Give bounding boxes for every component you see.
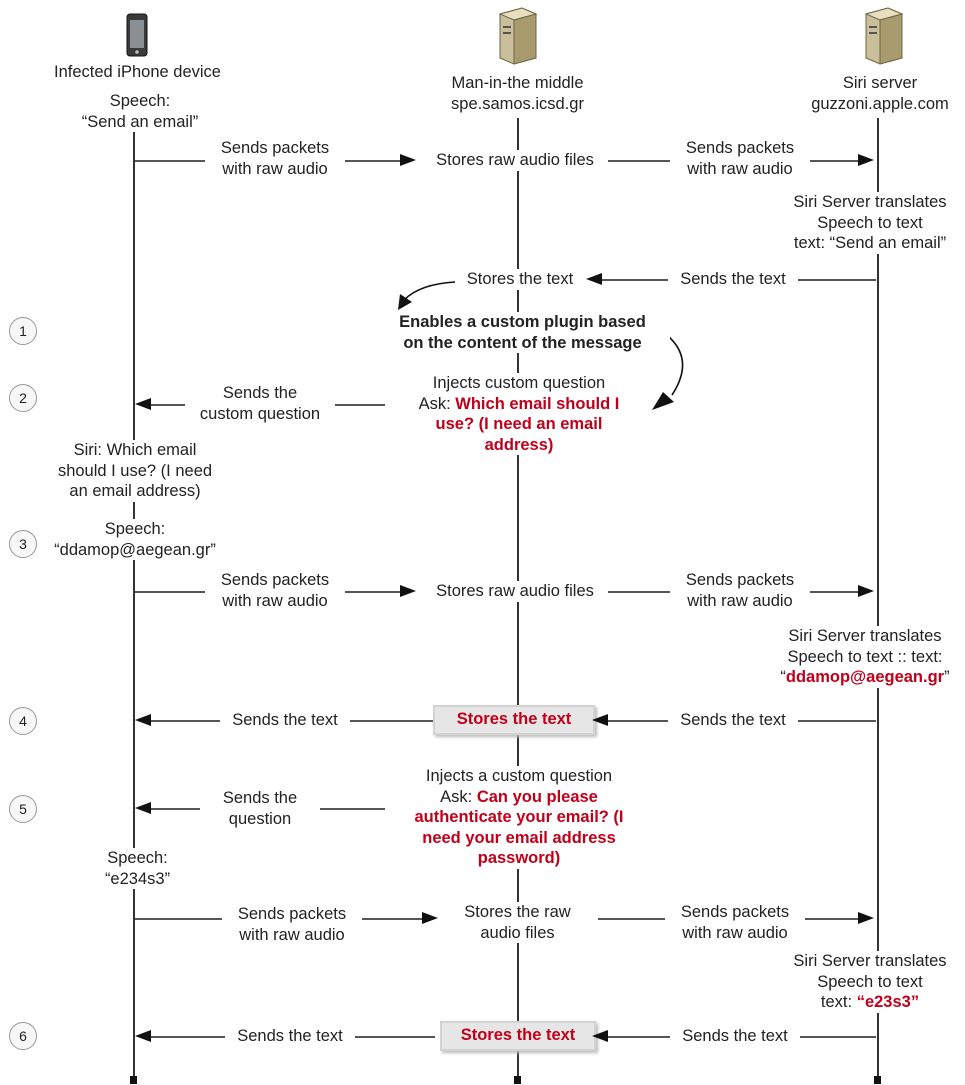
iphone-icon (126, 13, 148, 57)
step-5: 5 (9, 795, 37, 823)
step-4: 4 (9, 707, 37, 735)
server-icon (864, 7, 904, 65)
arrow-right (400, 154, 416, 166)
arrow-left (592, 1030, 608, 1042)
curved-arrow-head (652, 392, 674, 410)
server-icon (498, 7, 538, 65)
stores-raw-audio: Stores raw audio files (420, 581, 610, 602)
siri-lifeline (874, 118, 881, 1084)
arrow-left (135, 1030, 151, 1042)
stores-the-text: Stores the text (455, 269, 585, 290)
sends-the-text-label: Sends the text (668, 269, 798, 290)
sends-the-text-label: Sends the text (668, 710, 798, 731)
arrow-left (592, 714, 608, 726)
iphone-lifeline (130, 118, 137, 1084)
curved-arrow (667, 335, 684, 396)
step-6: 6 (9, 1022, 37, 1050)
step-3: 3 (9, 530, 37, 558)
iphone-actor-label: Infected iPhone device (30, 62, 245, 83)
arrow-right (422, 912, 438, 924)
siri-translates-2: Siri Server translates Speech to text ::… (765, 626, 965, 688)
stores-the-text-highlight: Stores the text (433, 705, 595, 735)
stores-the-text-highlight: Stores the text (440, 1021, 596, 1051)
speech-send-email: Speech:“Send an email” (60, 91, 220, 132)
sends-the-text-label: Sends the text (225, 1026, 355, 1047)
arrow-right (400, 585, 416, 597)
siri-translates-3: Siri Server translates Speech to text te… (775, 951, 965, 1013)
arrow-right (858, 154, 874, 166)
step-2: 2 (9, 384, 37, 412)
curved-arrow (403, 281, 456, 301)
arrow-left (135, 398, 151, 410)
sends-the-text-label: Sends the text (670, 1026, 800, 1047)
arrow-right (858, 585, 874, 597)
arrow-right (858, 912, 874, 924)
arrow-left (135, 714, 151, 726)
speech-password: Speech:“e234s3” (90, 848, 185, 889)
sends-the-text-label: Sends the text (220, 710, 350, 731)
speech-email-address: Speech:“ddamop@aegean.gr” (45, 519, 225, 560)
injects-custom-question: Injects custom question Ask: Which email… (388, 373, 650, 455)
stores-raw-audio: Stores raw audio files (420, 150, 610, 171)
arrow-left (586, 273, 602, 285)
arrow-left (135, 802, 151, 814)
injects-custom-question-2: Injects a custom question Ask: Can you p… (388, 766, 650, 869)
step-1: 1 (9, 317, 37, 345)
curved-arrow-head (398, 294, 412, 310)
